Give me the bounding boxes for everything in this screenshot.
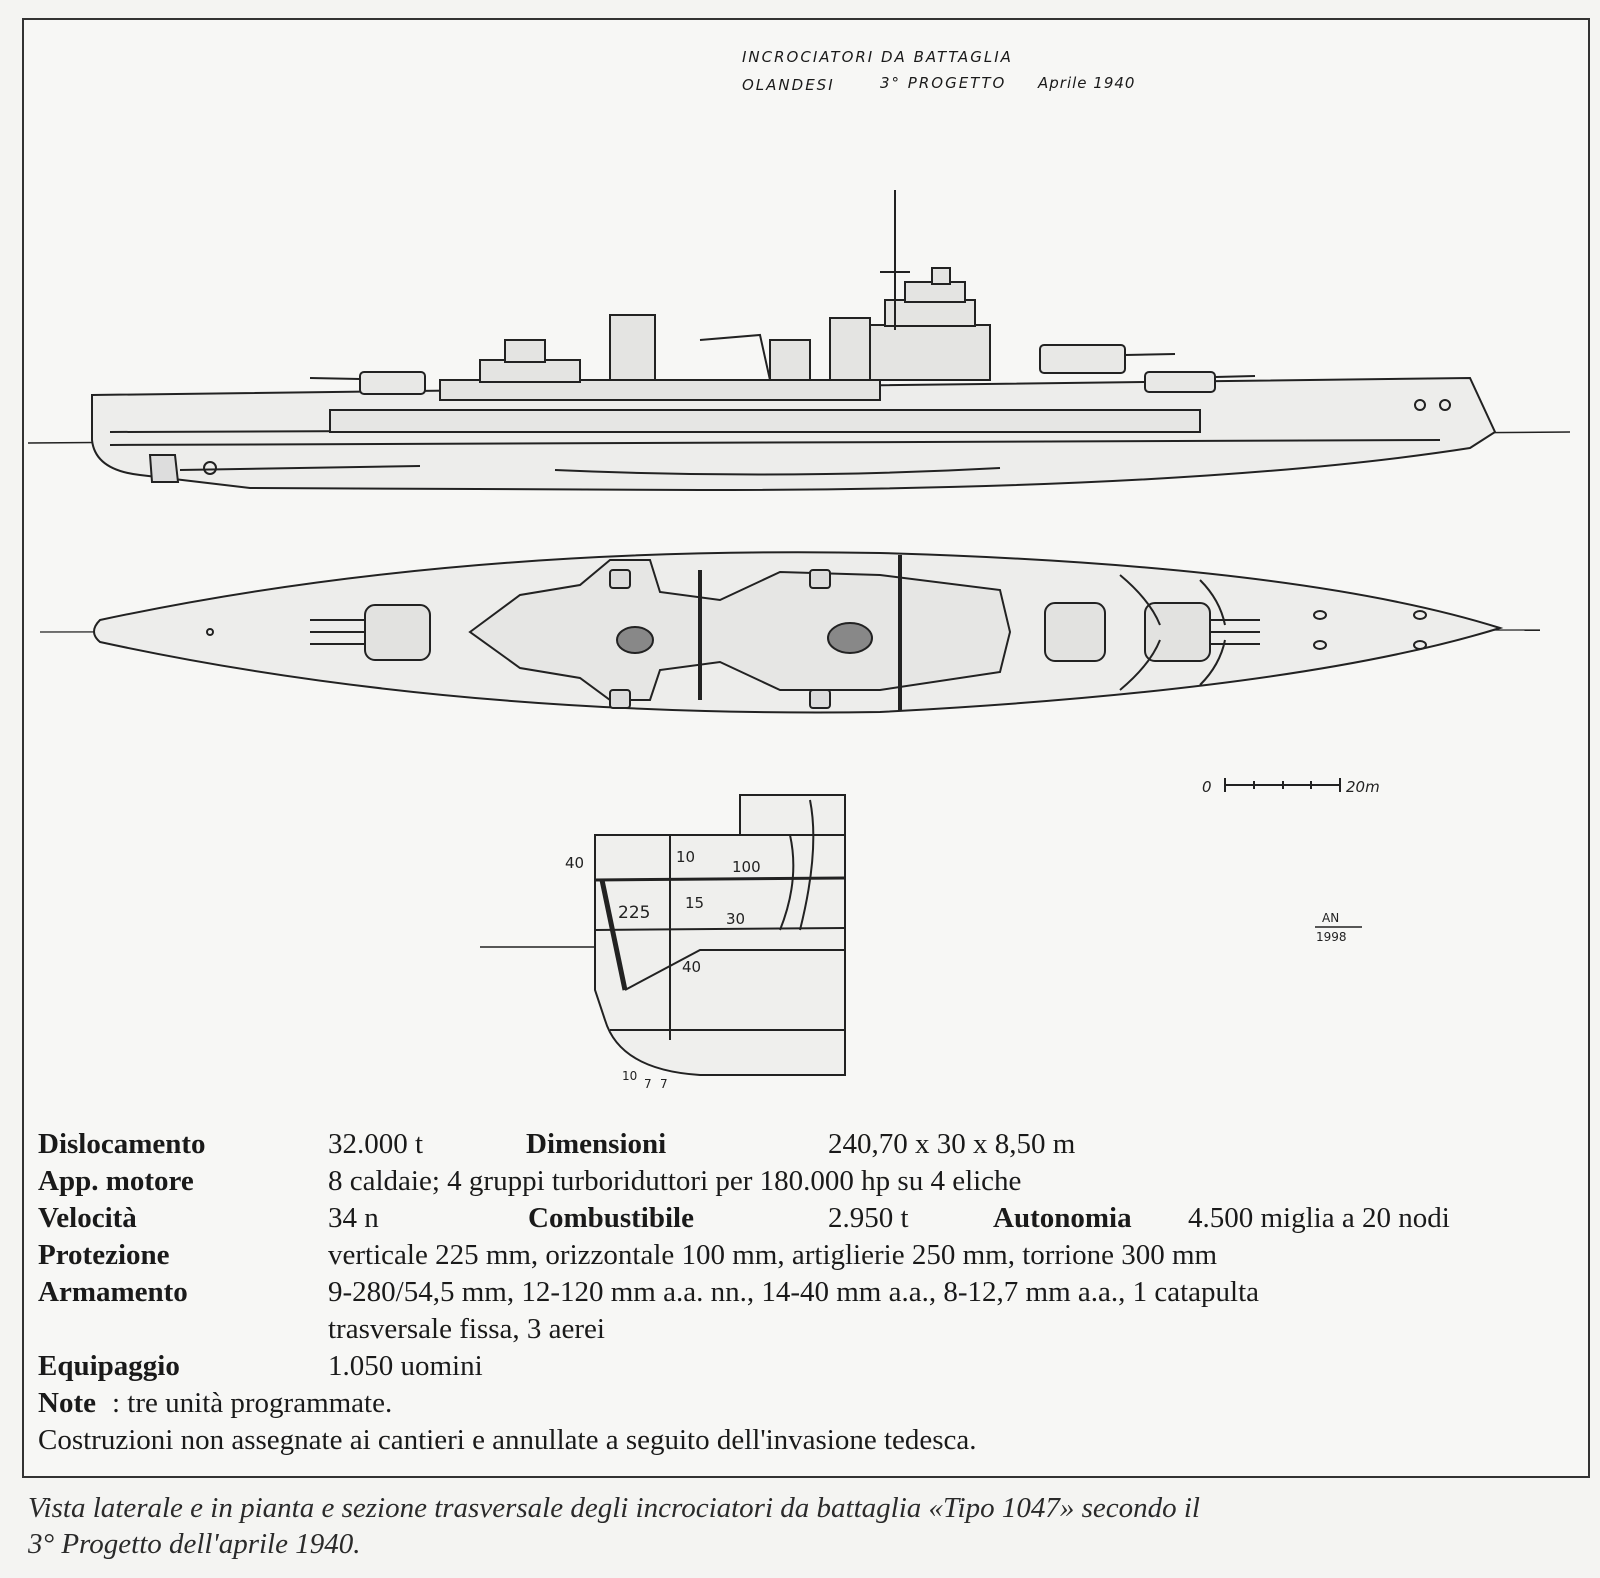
value-armamento-line1: 9-280/54,5 mm, 12-120 mm a.a. nn., 14-40… bbox=[328, 1276, 1260, 1308]
plan-view bbox=[39, 551, 1541, 714]
plate-title-line2b: 3° PROGETTO bbox=[880, 74, 1007, 92]
section-label-100: 100 bbox=[732, 858, 761, 876]
label-motore: App. motore bbox=[38, 1165, 194, 1197]
spec-row-velocita: Velocità 34 n Combustibile 2.950 t Auton… bbox=[38, 1200, 1588, 1237]
plate-frame bbox=[22, 18, 1590, 1478]
section-label-40-top: 40 bbox=[565, 854, 584, 872]
label-note: Note bbox=[38, 1387, 96, 1419]
spec-row-armamento-cont: trasversale fissa, 3 aerei bbox=[38, 1311, 1588, 1348]
spec-row-armamento: Armamento 9-280/54,5 mm, 12-120 mm a.a. … bbox=[38, 1274, 1588, 1311]
section-label-10-keel: 10 bbox=[622, 1069, 637, 1083]
value-note: : tre unità programmate. bbox=[112, 1387, 393, 1419]
spec-row-equipaggio: Equipaggio 1.050 uomini bbox=[38, 1348, 1588, 1385]
plate-title-line1: INCROCIATORI DA BATTAGLIA bbox=[742, 48, 1013, 66]
section-label-7a: 7 bbox=[644, 1077, 652, 1091]
value-armamento-line2: trasversale fissa, 3 aerei bbox=[328, 1313, 605, 1345]
label-combustibile: Combustibile bbox=[528, 1202, 694, 1234]
side-profile-view bbox=[27, 190, 1571, 492]
value-velocita: 34 n bbox=[328, 1202, 379, 1234]
value-equipaggio: 1.050 uomini bbox=[328, 1350, 483, 1382]
ship-drawings: 40 10 100 225 15 30 40 10 7 7 0 20m AN 1… bbox=[27, 190, 1571, 1091]
signature-year: 1998 bbox=[1316, 930, 1347, 944]
cross-section-view bbox=[480, 794, 846, 1076]
value-dimensioni: 240,70 x 30 x 8,50 m bbox=[828, 1128, 1076, 1160]
value-protezione: verticale 225 mm, orizzontale 100 mm, ar… bbox=[328, 1239, 1218, 1271]
spec-row-dislocamento: Dislocamento 32.000 t Dimensioni 240,70 … bbox=[38, 1126, 1588, 1163]
section-label-7b: 7 bbox=[660, 1077, 668, 1091]
label-velocita: Velocità bbox=[38, 1202, 137, 1234]
label-armamento: Armamento bbox=[38, 1276, 188, 1308]
plate-title-line2a: OLANDESI bbox=[742, 76, 835, 94]
spec-row-protezione: Protezione verticale 225 mm, orizzontale… bbox=[38, 1237, 1588, 1274]
section-label-40-bottom: 40 bbox=[682, 958, 701, 976]
value-motore: 8 caldaie; 4 gruppi turboriduttori per 1… bbox=[328, 1165, 1022, 1197]
spec-row-note-cont: Costruzioni non assegnate ai cantieri e … bbox=[38, 1422, 1588, 1459]
scale-end-label: 20m bbox=[1346, 778, 1380, 796]
section-label-15: 15 bbox=[685, 894, 704, 912]
section-label-30: 30 bbox=[726, 910, 745, 928]
caption-line2: 3° Progetto dell'aprile 1940. bbox=[28, 1528, 361, 1560]
scale-bar bbox=[1224, 778, 1341, 792]
caption-line1: Vista laterale e in pianta e sezione tra… bbox=[28, 1492, 1200, 1524]
scale-start-label: 0 bbox=[1202, 778, 1212, 796]
section-label-225: 225 bbox=[618, 903, 650, 923]
label-dimensioni: Dimensioni bbox=[526, 1128, 667, 1160]
label-protezione: Protezione bbox=[38, 1239, 170, 1271]
signature-initials: AN bbox=[1322, 911, 1339, 925]
figure-caption: Vista laterale e in pianta e sezione tra… bbox=[28, 1490, 1588, 1562]
section-label-10: 10 bbox=[676, 848, 695, 866]
label-autonomia: Autonomia bbox=[993, 1202, 1132, 1234]
label-dislocamento: Dislocamento bbox=[38, 1128, 206, 1160]
value-autonomia: 4.500 miglia a 20 nodi bbox=[1188, 1202, 1450, 1234]
plate-title-line2c: Aprile 1940 bbox=[1038, 74, 1136, 92]
value-combustibile: 2.950 t bbox=[828, 1202, 909, 1234]
specifications-table: Dislocamento 32.000 t Dimensioni 240,70 … bbox=[38, 1126, 1588, 1459]
value-note-line2: Costruzioni non assegnate ai cantieri e … bbox=[38, 1424, 977, 1456]
spec-row-motore: App. motore 8 caldaie; 4 gruppi turborid… bbox=[38, 1163, 1588, 1200]
value-dislocamento: 32.000 t bbox=[328, 1128, 424, 1160]
label-equipaggio: Equipaggio bbox=[38, 1350, 180, 1382]
spec-row-note: Note : tre unità programmate. bbox=[38, 1385, 1588, 1422]
